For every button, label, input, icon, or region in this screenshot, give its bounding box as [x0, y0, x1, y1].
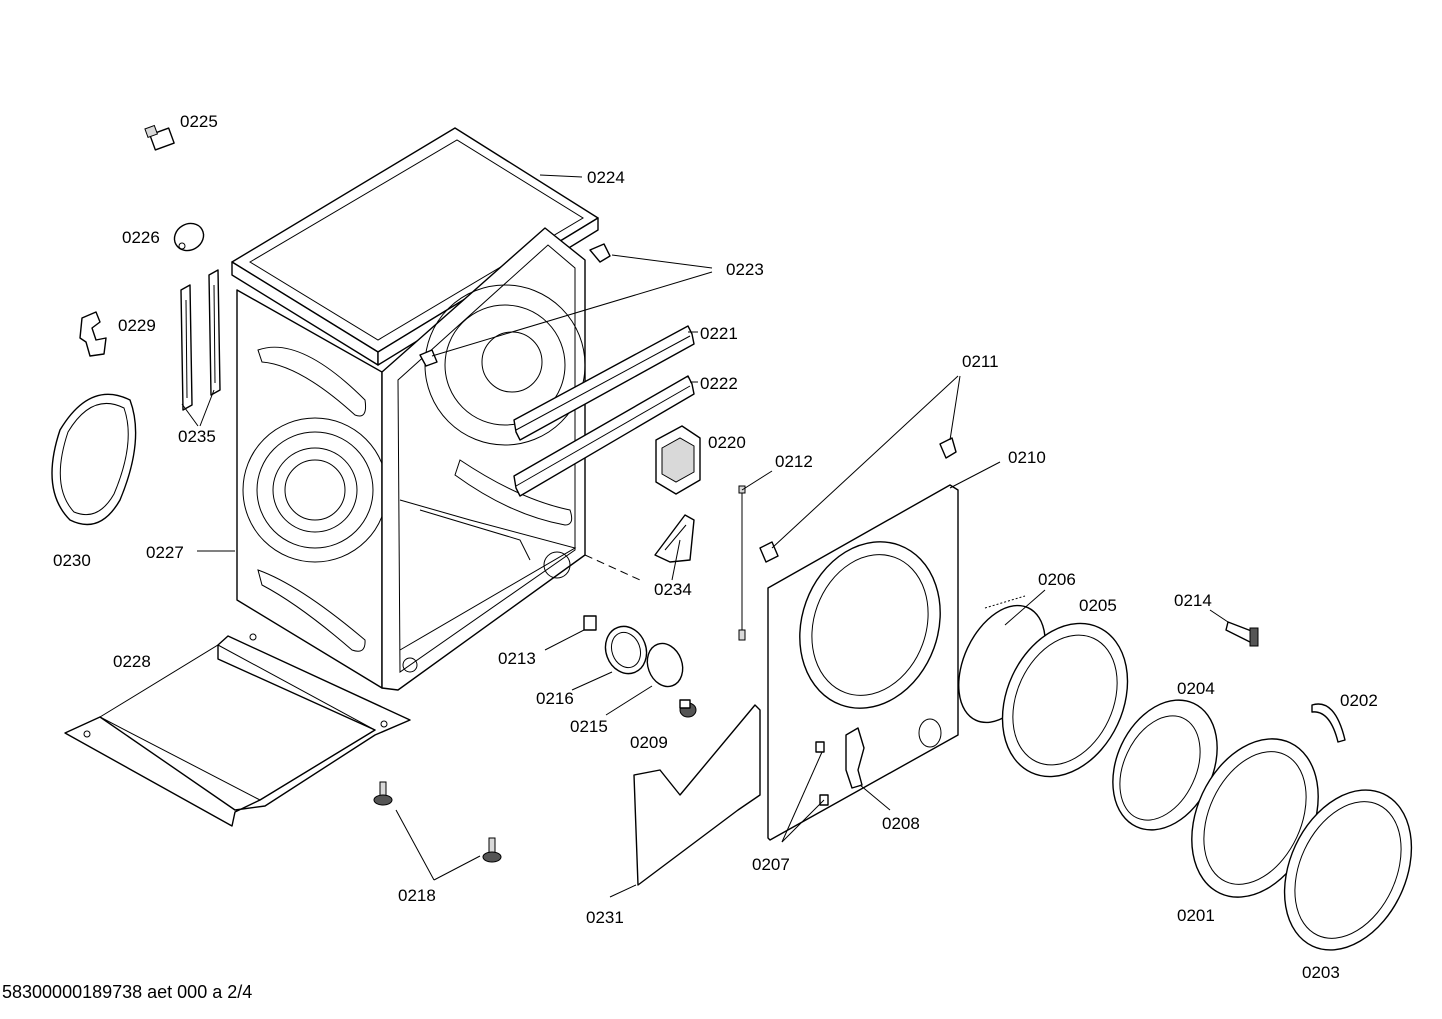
part-0215-drawing	[646, 642, 684, 688]
part-0227-drawing	[236, 227, 641, 691]
label-0202: 0202	[1340, 691, 1378, 710]
label-0222: 0222	[700, 374, 738, 393]
callout-labels: 0225 0224 0226 0223 0229 0221 0211 0222 …	[53, 112, 1378, 982]
part-0210-drawing	[767, 484, 959, 841]
part-0211-drawing	[759, 437, 957, 563]
part-0231-drawing	[633, 704, 761, 886]
part-0216-drawing	[604, 625, 648, 675]
part-0209-drawing	[679, 699, 697, 718]
label-0204: 0204	[1177, 679, 1215, 698]
label-0206: 0206	[1038, 570, 1076, 589]
label-0212: 0212	[775, 452, 813, 471]
label-0234: 0234	[654, 580, 692, 599]
part-0221-drawing	[513, 325, 695, 441]
label-0230: 0230	[53, 551, 91, 570]
label-0213: 0213	[498, 649, 536, 668]
label-0218: 0218	[398, 886, 436, 905]
label-0235: 0235	[178, 427, 216, 446]
part-0222-drawing	[513, 375, 695, 497]
label-0211: 0211	[962, 352, 999, 371]
label-0224: 0224	[587, 168, 625, 187]
part-0234-drawing	[654, 514, 695, 563]
part-0226-drawing	[173, 222, 205, 252]
label-0201: 0201	[1177, 906, 1215, 925]
label-0207: 0207	[752, 855, 790, 874]
label-0228: 0228	[113, 652, 151, 671]
part-0235-drawing	[180, 269, 221, 411]
part-0230-drawing	[51, 393, 137, 526]
part-0229-drawing	[79, 311, 107, 357]
label-0216: 0216	[536, 689, 574, 708]
part-0205-drawing	[1001, 622, 1129, 778]
label-0205: 0205	[1079, 596, 1117, 615]
part-0214-drawing	[1225, 621, 1259, 647]
label-0229: 0229	[118, 316, 156, 335]
label-0221: 0221	[700, 324, 738, 343]
label-0215: 0215	[570, 717, 608, 736]
part-0202-drawing	[1311, 703, 1346, 743]
label-0226: 0226	[122, 228, 160, 247]
part-0203-drawing	[1283, 789, 1413, 951]
part-0225-drawing	[144, 124, 175, 151]
part-0218-drawing	[373, 781, 502, 863]
leader-lines	[181, 174, 1229, 898]
part-0220-drawing	[655, 425, 701, 495]
label-0220: 0220	[708, 433, 746, 452]
label-0210: 0210	[1008, 448, 1046, 467]
document-reference: 58300000189738 aet 000 a 2/4	[2, 982, 252, 1002]
part-0213-drawing	[583, 615, 597, 631]
label-0209: 0209	[630, 733, 668, 752]
part-0228-drawing	[64, 633, 411, 827]
label-0231: 0231	[586, 908, 624, 927]
part-0212-drawing	[738, 485, 746, 641]
label-0227: 0227	[146, 543, 184, 562]
label-0208: 0208	[882, 814, 920, 833]
part-0223-drawing	[419, 243, 611, 367]
label-0203: 0203	[1302, 963, 1340, 982]
part-0208-drawing	[845, 727, 865, 789]
label-0223: 0223	[726, 260, 764, 279]
label-0225: 0225	[180, 112, 218, 131]
label-0214: 0214	[1174, 591, 1212, 610]
